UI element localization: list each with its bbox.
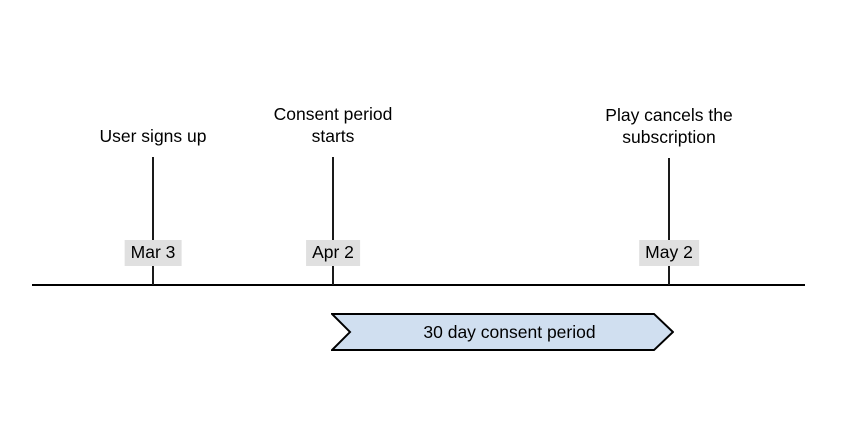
marker-tick-line xyxy=(668,158,670,285)
marker-caption: Play cancels the subscription xyxy=(605,105,733,147)
marker-tick-line xyxy=(332,157,334,285)
banner-ribbon-shape xyxy=(331,313,674,351)
marker-date-chip: Mar 3 xyxy=(124,240,182,266)
marker-caption: Consent period starts xyxy=(273,104,393,146)
marker-tick-line xyxy=(152,157,154,285)
timeline-axis xyxy=(32,284,805,286)
marker-date-chip: May 2 xyxy=(639,240,699,266)
consent-period-label: 30 day consent period xyxy=(423,321,596,342)
marker-caption: User signs up xyxy=(99,126,207,146)
consent-period-banner: 30 day consent period xyxy=(331,313,674,351)
marker-date-chip: Apr 2 xyxy=(306,240,360,266)
